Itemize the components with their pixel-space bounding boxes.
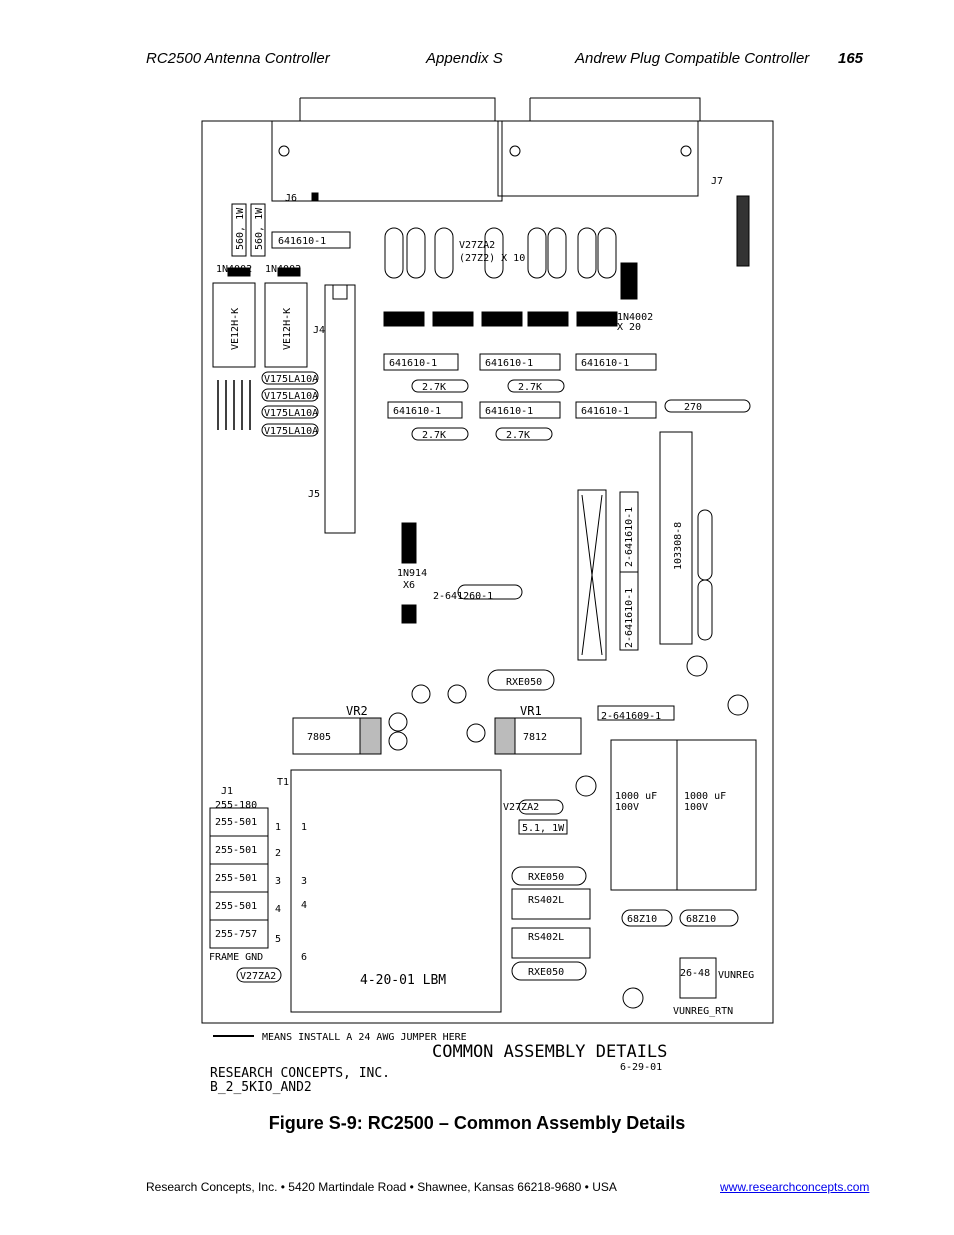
svg-text:2.7K: 2.7K — [422, 430, 446, 441]
svg-text:6: 6 — [301, 952, 307, 963]
svg-text:4: 4 — [275, 904, 281, 915]
svg-text:J7: J7 — [711, 176, 723, 187]
figure-caption: Figure S-9: RC2500 – Common Assembly Det… — [268, 1113, 686, 1133]
svg-text:641610-1: 641610-1 — [485, 406, 533, 417]
svg-text:641610-1: 641610-1 — [389, 358, 437, 369]
svg-text:2.7K: 2.7K — [422, 382, 446, 393]
svg-text:3: 3 — [301, 876, 307, 887]
svg-text:1000 uF: 1000 uF — [615, 791, 657, 802]
svg-text:2-641609-1: 2-641609-1 — [601, 711, 661, 722]
svg-text:68Z10: 68Z10 — [627, 914, 657, 925]
svg-text:2: 2 — [275, 848, 281, 859]
svg-text:7805: 7805 — [307, 732, 331, 743]
svg-text:2.7K: 2.7K — [506, 430, 530, 441]
svg-text:4: 4 — [301, 900, 307, 911]
svg-text:VR2: VR2 — [346, 704, 368, 718]
j7-body — [497, 120, 699, 197]
svg-text:RXE050: RXE050 — [528, 967, 564, 978]
svg-text:100V: 100V — [615, 802, 639, 813]
svg-text:VUNREG: VUNREG — [718, 970, 754, 981]
svg-text:1N4002: 1N4002 — [617, 312, 653, 323]
j6-body — [271, 120, 503, 202]
svg-text:T1: T1 — [277, 777, 289, 788]
svg-text:255-757: 255-757 — [215, 929, 257, 940]
svg-text:(27Z2) X 10: (27Z2) X 10 — [459, 253, 525, 264]
page-number: 165 — [838, 50, 864, 67]
svg-text:7812: 7812 — [523, 732, 547, 743]
svg-text:RESEARCH CONCEPTS, INC.: RESEARCH CONCEPTS, INC. — [210, 1066, 390, 1081]
svg-text:V175LA10A: V175LA10A — [264, 408, 318, 419]
svg-text:1N914: 1N914 — [397, 568, 427, 579]
header-right: Andrew Plug Compatible Controller — [575, 50, 810, 67]
svg-text:255-501: 255-501 — [215, 817, 257, 828]
svg-text:641610-1: 641610-1 — [485, 358, 533, 369]
svg-text:5: 5 — [275, 934, 281, 945]
svg-text:2-641260-1: 2-641260-1 — [433, 591, 493, 602]
svg-text:J6: J6 — [285, 193, 297, 204]
svg-text:B_2_5KIO_AND2: B_2_5KIO_AND2 — [210, 1080, 312, 1095]
header-center: Appendix S — [426, 50, 503, 67]
svg-text:V27ZA2: V27ZA2 — [503, 802, 539, 813]
svg-text:V175LA10A: V175LA10A — [264, 426, 318, 437]
svg-text:2-641610-1: 2-641610-1 — [624, 588, 635, 648]
svg-text:V175LA10A: V175LA10A — [264, 391, 318, 402]
u11-label: 641610-1 — [278, 236, 326, 247]
svg-text:J4: J4 — [313, 325, 325, 336]
svg-text:68Z10: 68Z10 — [686, 914, 716, 925]
svg-text:641610-1: 641610-1 — [393, 406, 441, 417]
svg-text:5.1, 1W: 5.1, 1W — [522, 823, 565, 834]
svg-text:641610-1: 641610-1 — [581, 406, 629, 417]
svg-text:2.7K: 2.7K — [518, 382, 542, 393]
svg-text:1: 1 — [275, 822, 281, 833]
svg-text:V27ZA2: V27ZA2 — [459, 240, 495, 251]
svg-text:MEANS INSTALL A 24 AWG JUMPER: MEANS INSTALL A 24 AWG JUMPER HERE — [262, 1032, 467, 1043]
svg-text:1000 uF: 1000 uF — [684, 791, 726, 802]
svg-text:6-29-01: 6-29-01 — [620, 1062, 662, 1073]
svg-text:560, 1W: 560, 1W — [235, 207, 246, 250]
svg-text:1N4002: 1N4002 — [216, 264, 252, 275]
svg-text:VR1: VR1 — [520, 704, 542, 718]
header-left: RC2500 Antenna Controller — [146, 50, 330, 67]
svg-text:100V: 100V — [684, 802, 708, 813]
svg-text:1N4002: 1N4002 — [265, 264, 301, 275]
svg-text:1N5822: 1N5822 — [624, 262, 635, 298]
svg-text:V27ZA2: V27ZA2 — [240, 971, 276, 982]
svg-text:RS402L: RS402L — [528, 895, 564, 906]
svg-text:X6: X6 — [403, 580, 415, 591]
svg-text:FRAME GND: FRAME GND — [209, 952, 263, 963]
svg-text:255-180: 255-180 — [215, 800, 257, 811]
svg-text:3: 3 — [275, 876, 281, 887]
j6-shell — [299, 97, 496, 121]
svg-text:255-501: 255-501 — [215, 901, 257, 912]
footer-address: Research Concepts, Inc. • 5420 Martindal… — [146, 1180, 617, 1194]
svg-text:103308-8: 103308-8 — [673, 522, 684, 570]
svg-text:COMMON ASSEMBLY DETAILS: COMMON ASSEMBLY DETAILS — [432, 1042, 667, 1062]
svg-text:26-48: 26-48 — [680, 968, 710, 979]
svg-text:VE12H-K: VE12H-K — [230, 308, 241, 350]
svg-text:VUNREG_RTN: VUNREG_RTN — [673, 1006, 733, 1017]
svg-text:J1: J1 — [221, 786, 233, 797]
svg-text:560, 1W: 560, 1W — [254, 207, 265, 250]
svg-text:RXE050: RXE050 — [528, 872, 564, 883]
footer-url-link[interactable]: www.researchconcepts.com — [720, 1180, 870, 1194]
svg-text:RXE050: RXE050 — [506, 677, 542, 688]
svg-text:270: 270 — [684, 402, 702, 413]
svg-text:X 20: X 20 — [617, 322, 641, 333]
svg-text:641610-1: 641610-1 — [581, 358, 629, 369]
svg-text:V175LA10A: V175LA10A — [264, 374, 318, 385]
svg-text:4-20-01 LBM: 4-20-01 LBM — [360, 973, 446, 988]
svg-text:1: 1 — [301, 822, 307, 833]
svg-text:VE12H-K: VE12H-K — [282, 308, 293, 350]
svg-text:RS402L: RS402L — [528, 932, 564, 943]
svg-text:255-501: 255-501 — [215, 873, 257, 884]
svg-text:255-501: 255-501 — [215, 845, 257, 856]
svg-text:2-641610-1: 2-641610-1 — [624, 507, 635, 567]
j7-header — [736, 195, 750, 267]
svg-text:J5: J5 — [308, 489, 320, 500]
